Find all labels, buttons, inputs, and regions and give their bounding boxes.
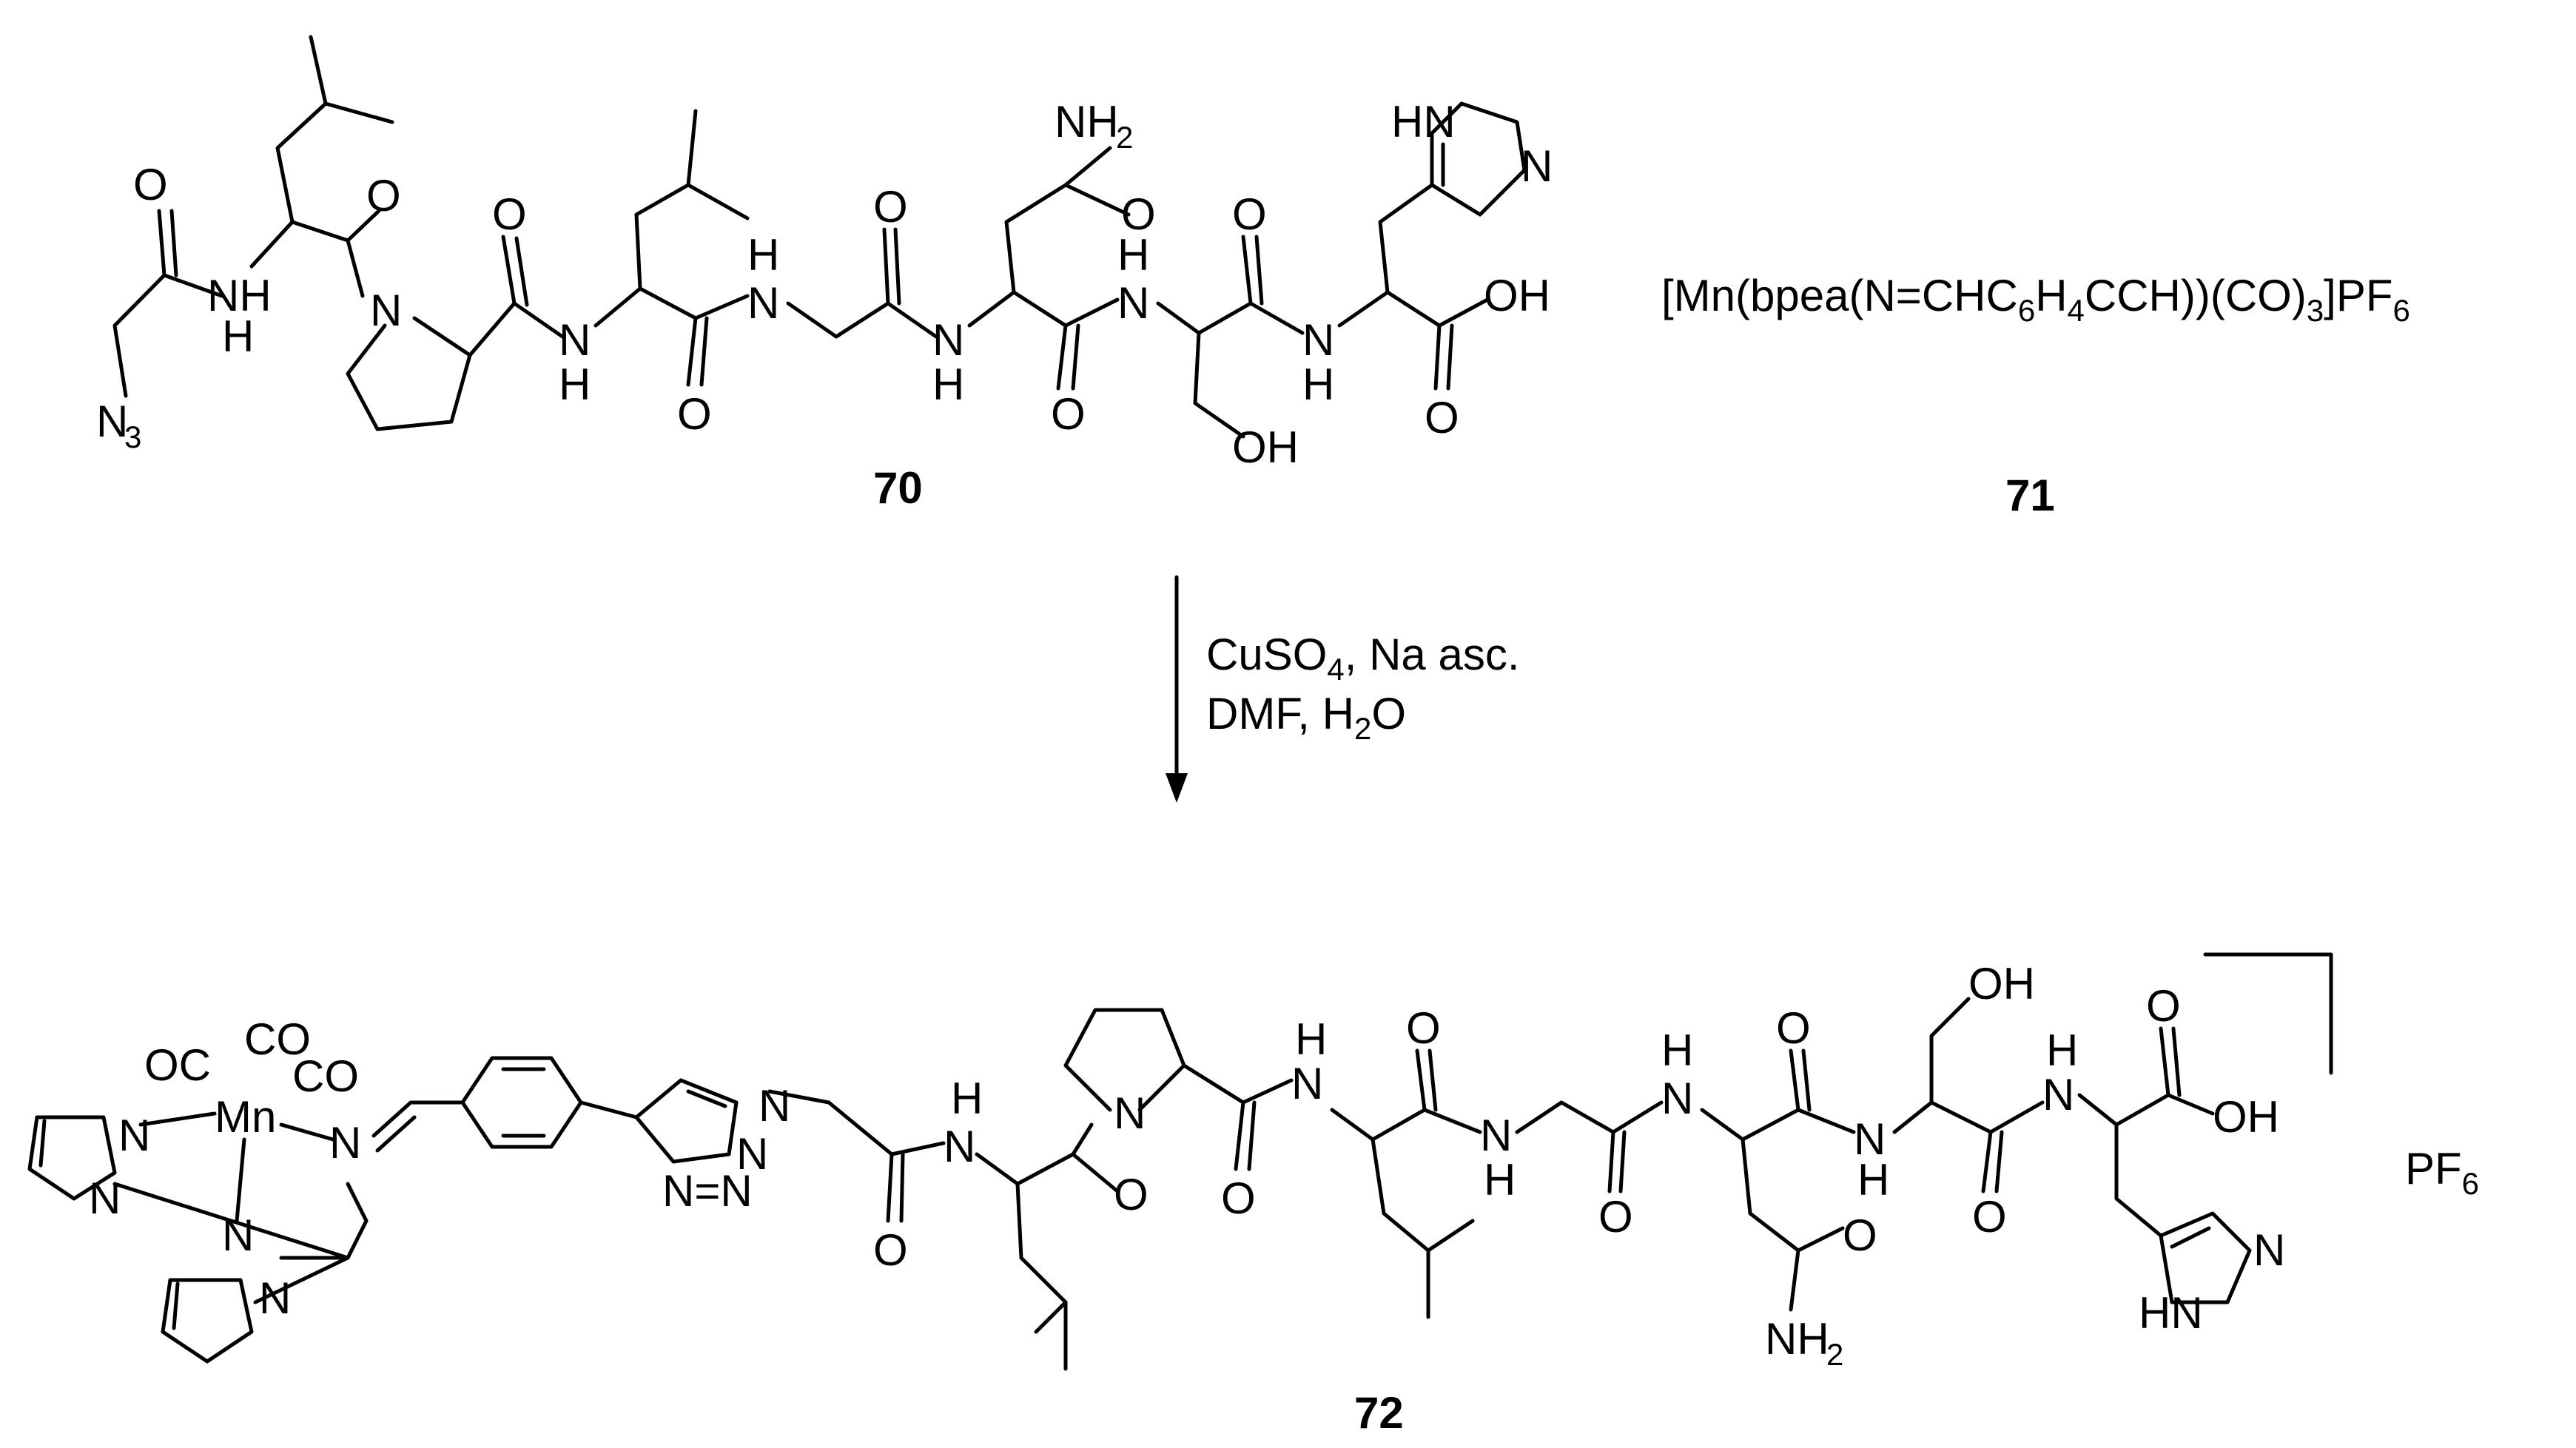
svg-text:N: N <box>1480 1111 1512 1160</box>
svg-text:HN: HN <box>2139 1288 2203 1338</box>
compound-71-formula: [Mn(bpea(N=CHC6H4CCH))(CO)3]PF6 <box>1661 271 2410 328</box>
reaction-conditions-line2: DMF, H2O <box>1206 689 1406 746</box>
svg-text:N: N <box>222 1210 254 1260</box>
svg-text:N: N <box>1117 278 1149 328</box>
svg-text:O: O <box>1406 1003 1441 1053</box>
svg-text:O: O <box>873 1225 908 1275</box>
compound-72-atoms: OC CO CO Mn N N N N N N N N=N O N H N O … <box>89 959 2285 1372</box>
svg-text:O: O <box>2146 981 2181 1031</box>
svg-text:O: O <box>1972 1192 2007 1242</box>
svg-text:O: O <box>1121 189 1156 239</box>
svg-text:N: N <box>944 1122 975 1171</box>
svg-text:N: N <box>736 1129 768 1179</box>
compound-70-atoms: N3 O NH H O N O N H O N H O N H O NH2 O … <box>96 97 1553 472</box>
svg-text:2: 2 <box>1826 1337 1843 1372</box>
svg-text:O: O <box>133 160 168 209</box>
svg-text:H: H <box>1484 1155 1516 1205</box>
svg-text:N: N <box>89 1173 121 1223</box>
compound-71-number: 71 <box>2005 471 2055 520</box>
reaction-conditions-line1: CuSO4, Na asc. <box>1206 630 1520 687</box>
svg-text:H: H <box>747 230 779 280</box>
svg-text:OH: OH <box>1484 271 1550 320</box>
svg-text:NH: NH <box>1055 97 1119 147</box>
compound-72-structure <box>27 952 2333 1371</box>
svg-text:N: N <box>1302 315 1334 365</box>
svg-text:NH: NH <box>1765 1314 1829 1364</box>
svg-text:H: H <box>1857 1155 1889 1205</box>
svg-text:O: O <box>1425 393 1459 442</box>
svg-text:O: O <box>1843 1210 1877 1260</box>
reaction-arrow <box>1166 575 1188 803</box>
svg-text:3: 3 <box>124 420 141 454</box>
svg-text:H: H <box>2046 1026 2078 1075</box>
svg-text:N: N <box>1114 1088 1146 1138</box>
svg-text:N: N <box>932 315 964 365</box>
svg-text:N: N <box>118 1111 150 1160</box>
svg-text:H: H <box>1295 1014 1327 1064</box>
compound-70-structure <box>112 35 1527 439</box>
svg-text:O: O <box>492 189 527 239</box>
compound-72-number: 72 <box>1354 1388 1404 1438</box>
svg-text:N: N <box>1291 1059 1323 1108</box>
svg-text:H: H <box>222 312 254 361</box>
svg-text:2: 2 <box>1116 120 1133 155</box>
compound-72-counterion: PF6 <box>2405 1144 2479 1201</box>
svg-text:N: N <box>370 286 402 335</box>
svg-text:N: N <box>559 315 591 365</box>
svg-text:CO: CO <box>244 1014 311 1064</box>
svg-text:O: O <box>873 182 908 232</box>
svg-text:HN: HN <box>1391 97 1456 147</box>
svg-text:H: H <box>1117 230 1149 280</box>
svg-text:N: N <box>96 397 128 446</box>
svg-text:Mn: Mn <box>215 1092 276 1142</box>
svg-text:O: O <box>677 389 712 439</box>
svg-text:O: O <box>1598 1192 1633 1242</box>
svg-text:H: H <box>951 1074 983 1123</box>
svg-text:OH: OH <box>1232 422 1299 472</box>
svg-text:N: N <box>329 1118 361 1168</box>
svg-text:H: H <box>559 360 591 409</box>
svg-text:O: O <box>366 171 401 220</box>
svg-text:N: N <box>1854 1114 1886 1164</box>
svg-text:OH: OH <box>1968 959 2035 1008</box>
svg-text:O: O <box>1221 1173 1256 1223</box>
svg-text:N: N <box>759 1081 790 1131</box>
svg-text:CO: CO <box>292 1051 359 1101</box>
svg-text:OC: OC <box>144 1040 211 1090</box>
svg-text:N: N <box>747 278 779 328</box>
svg-text:H: H <box>932 360 964 409</box>
svg-text:N: N <box>2253 1225 2285 1275</box>
svg-text:N=N: N=N <box>662 1166 753 1216</box>
svg-text:NH: NH <box>207 271 272 320</box>
svg-text:O: O <box>1232 189 1267 239</box>
svg-text:N: N <box>1521 141 1553 191</box>
svg-text:N: N <box>259 1273 291 1323</box>
svg-text:O: O <box>1114 1170 1149 1219</box>
svg-text:O: O <box>1051 389 1086 439</box>
svg-text:H: H <box>1661 1026 1693 1075</box>
svg-text:H: H <box>1302 360 1334 409</box>
svg-text:N: N <box>1661 1074 1693 1123</box>
svg-text:OH: OH <box>2213 1092 2279 1142</box>
svg-text:N: N <box>2042 1070 2074 1119</box>
compound-70-number: 70 <box>873 463 923 513</box>
svg-text:O: O <box>1776 1003 1811 1053</box>
